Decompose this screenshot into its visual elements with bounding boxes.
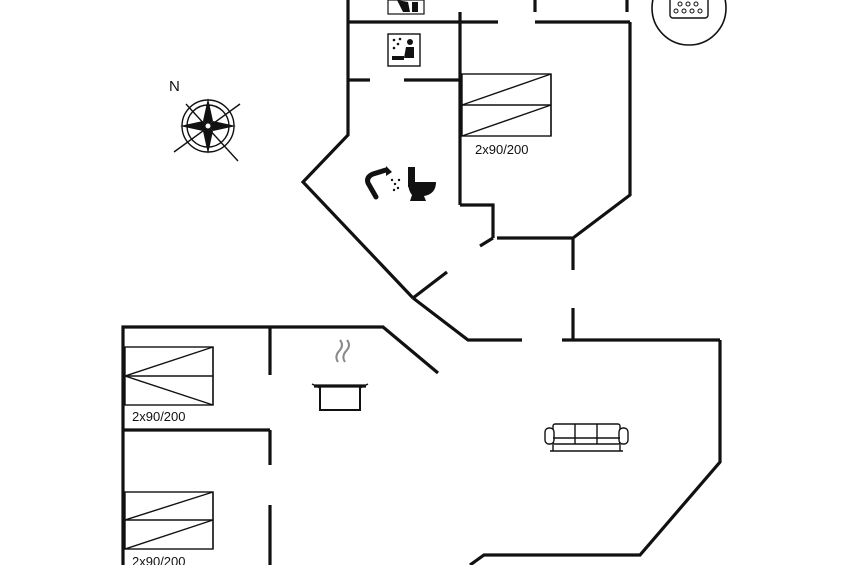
bed-size-label: 2x90/200 [475, 142, 529, 157]
bedroom-upper-right-wall [571, 22, 632, 270]
bed-size-label: 2x90/200 [132, 554, 186, 565]
shower-icon [365, 166, 401, 200]
bathroom-door-stub [412, 270, 448, 300]
lower-left-outer-wall [121, 325, 440, 565]
compass-north-letter: N [169, 78, 180, 95]
toilet-icon [408, 167, 436, 201]
bed-icon [124, 491, 214, 550]
bed-icon [124, 346, 214, 406]
cooking-pot-icon [311, 339, 369, 411]
walls [121, 0, 722, 565]
hallway-diagonal-wall [412, 296, 522, 342]
bedroom-upper-bottom-wall [460, 203, 495, 238]
sauna-icon [387, 0, 425, 15]
whirlpool-icon [651, 0, 727, 46]
upper-outer-wall [300, 0, 415, 300]
bed-icon [461, 73, 552, 137]
living-room-outer-wall [469, 340, 722, 565]
sofa-icon [544, 423, 629, 452]
hall-door-jamb [479, 236, 494, 248]
bed-size-label: 2x90/200 [132, 409, 186, 424]
steam-room-icon [387, 33, 421, 67]
compass-rose-icon [173, 98, 241, 162]
